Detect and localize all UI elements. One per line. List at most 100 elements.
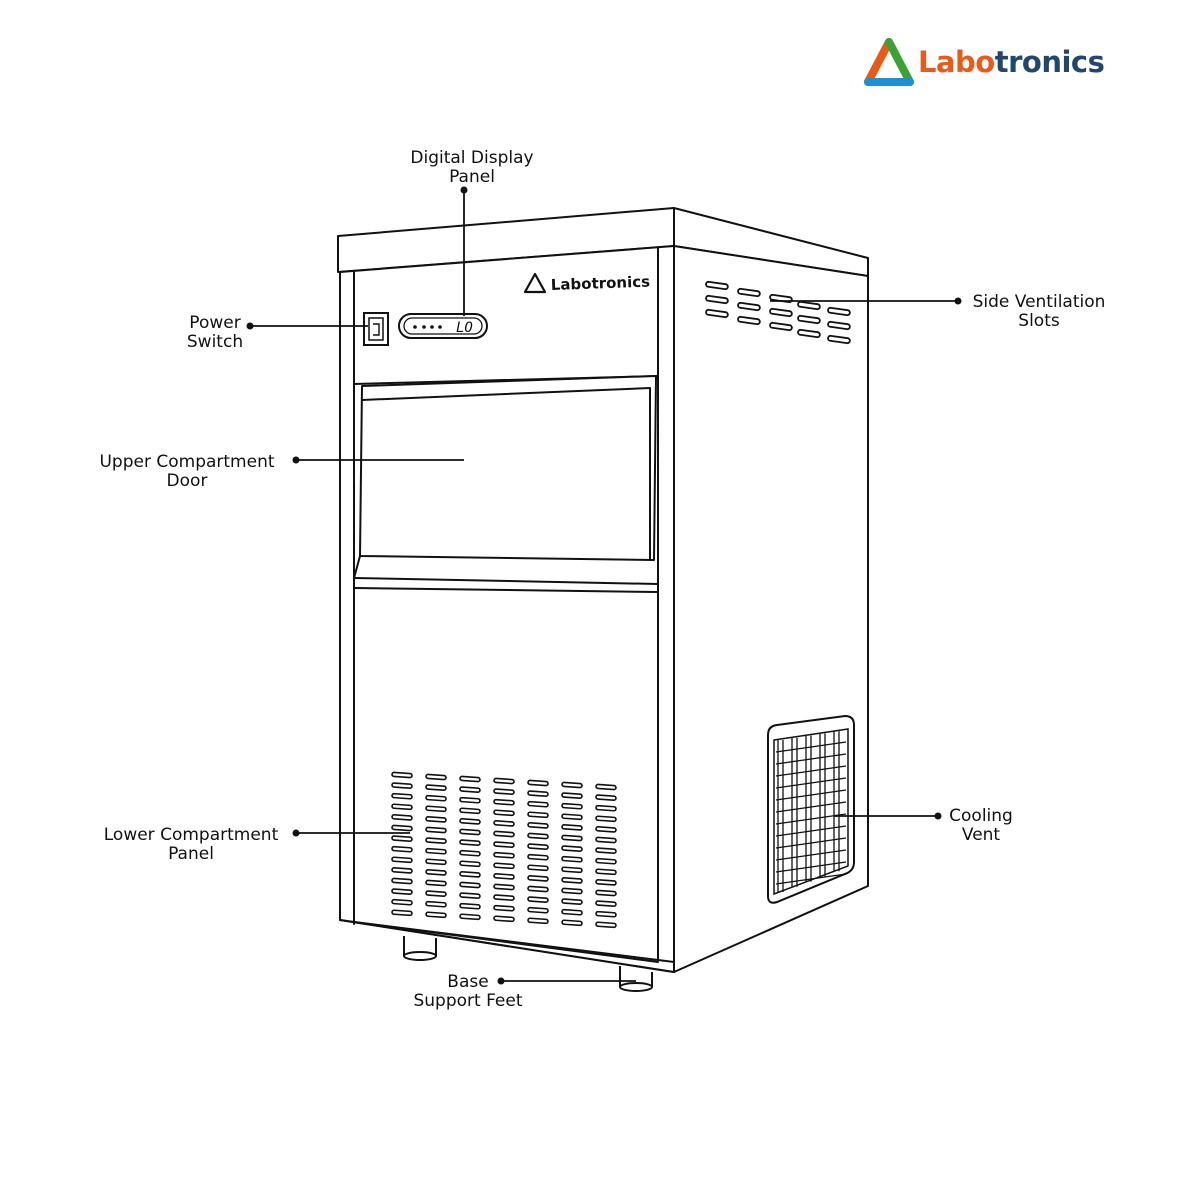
louver-slot: [391, 845, 413, 853]
louver-slot: [561, 845, 583, 852]
louver-slot: [391, 909, 413, 917]
louver-slot: [595, 847, 617, 854]
louver-slot: [493, 798, 515, 806]
louver-group: [493, 862, 515, 870]
louver-group: [595, 794, 617, 801]
vent-slot: [705, 294, 729, 305]
louver-group: [595, 921, 617, 929]
louver-group: [561, 792, 583, 799]
louver-slot: [425, 794, 447, 802]
louver-group: [459, 796, 481, 804]
vent-slat: [775, 765, 847, 777]
louver-slot: [391, 824, 413, 832]
indicator-dot: [422, 325, 426, 329]
louver-group: [527, 906, 549, 914]
louver-slot: [595, 889, 617, 897]
vent-slat: [775, 825, 847, 837]
louver-slot: [425, 773, 447, 781]
louver-slot: [527, 896, 549, 903]
power-switch[interactable]: [363, 312, 389, 346]
louver-group: [561, 813, 583, 821]
panel-brand-triangle-icon: [523, 272, 547, 294]
indicator-dot: [413, 325, 417, 329]
louver-slot: [561, 813, 583, 821]
louver-slot: [493, 841, 515, 848]
louver-slot: [595, 783, 617, 791]
louver-group: [595, 910, 617, 918]
louver-slot: [459, 828, 481, 836]
louver-slot: [425, 805, 447, 813]
louver-group: [561, 887, 583, 895]
louver-slot: [425, 900, 447, 908]
louver-slot: [493, 830, 515, 838]
louver-slot: [425, 869, 447, 876]
louver-group: [493, 777, 515, 785]
louver-slot: [493, 777, 515, 785]
louver-slot: [527, 906, 549, 914]
louver-group: [527, 896, 549, 903]
louver-group: [561, 845, 583, 852]
vent-slot-group: [705, 280, 729, 291]
vent-slat: [775, 861, 847, 873]
louver-slot: [425, 826, 447, 834]
louver-group: [595, 815, 617, 823]
louver-group: [493, 894, 515, 901]
upper-compartment-door: [359, 375, 657, 561]
louver-slot: [425, 784, 447, 791]
louver-group: [459, 913, 481, 921]
louver-group: [595, 826, 617, 833]
louver-group: [459, 786, 481, 793]
louver-group: [493, 873, 515, 880]
louver-slot: [459, 839, 481, 846]
louver-group: [493, 851, 515, 859]
louver-group: [425, 773, 447, 781]
louver-slot: [561, 792, 583, 799]
louver-group: [595, 836, 617, 844]
indicator-dot: [438, 325, 442, 329]
louver-group: [391, 909, 413, 917]
digital-display-panel: LO: [398, 313, 488, 339]
louver-slot: [391, 782, 413, 789]
louver-group: [561, 908, 583, 916]
louver-group: [561, 855, 583, 863]
louver-group: [425, 837, 447, 844]
louver-group: [459, 849, 481, 857]
louver-slot: [391, 803, 413, 811]
louver-slot: [493, 788, 515, 795]
louver-slot: [561, 781, 583, 789]
louver-group: [391, 867, 413, 874]
louver-slot: [459, 775, 481, 783]
louver-group: [391, 803, 413, 811]
panel-brand: Labotronics: [523, 272, 650, 294]
louver-group: [391, 845, 413, 853]
louver-group: [595, 900, 617, 907]
louver-slot: [493, 894, 515, 901]
logo-triangle-icon: [864, 38, 914, 86]
louver-slot: [561, 887, 583, 895]
louver-slot: [493, 873, 515, 880]
louver-group: [425, 900, 447, 908]
louver-slot: [425, 911, 447, 919]
cooling-vent: [767, 714, 855, 904]
louver-slot: [391, 856, 413, 864]
louver-group: [425, 911, 447, 919]
louver-slot: [561, 834, 583, 842]
louver-slot: [561, 855, 583, 863]
louver-slot: [391, 867, 413, 874]
vent-slot: [797, 300, 821, 311]
front-louver-grille: [391, 771, 617, 929]
louver-group: [527, 843, 549, 850]
louver-group: [459, 775, 481, 783]
vent-slot: [827, 320, 851, 331]
louver-slot: [459, 860, 481, 868]
louver-group: [391, 782, 413, 789]
louver-group: [527, 853, 549, 861]
louver-group: [527, 832, 549, 840]
vent-slat: [775, 849, 847, 861]
vent-slot-group: [769, 307, 793, 318]
